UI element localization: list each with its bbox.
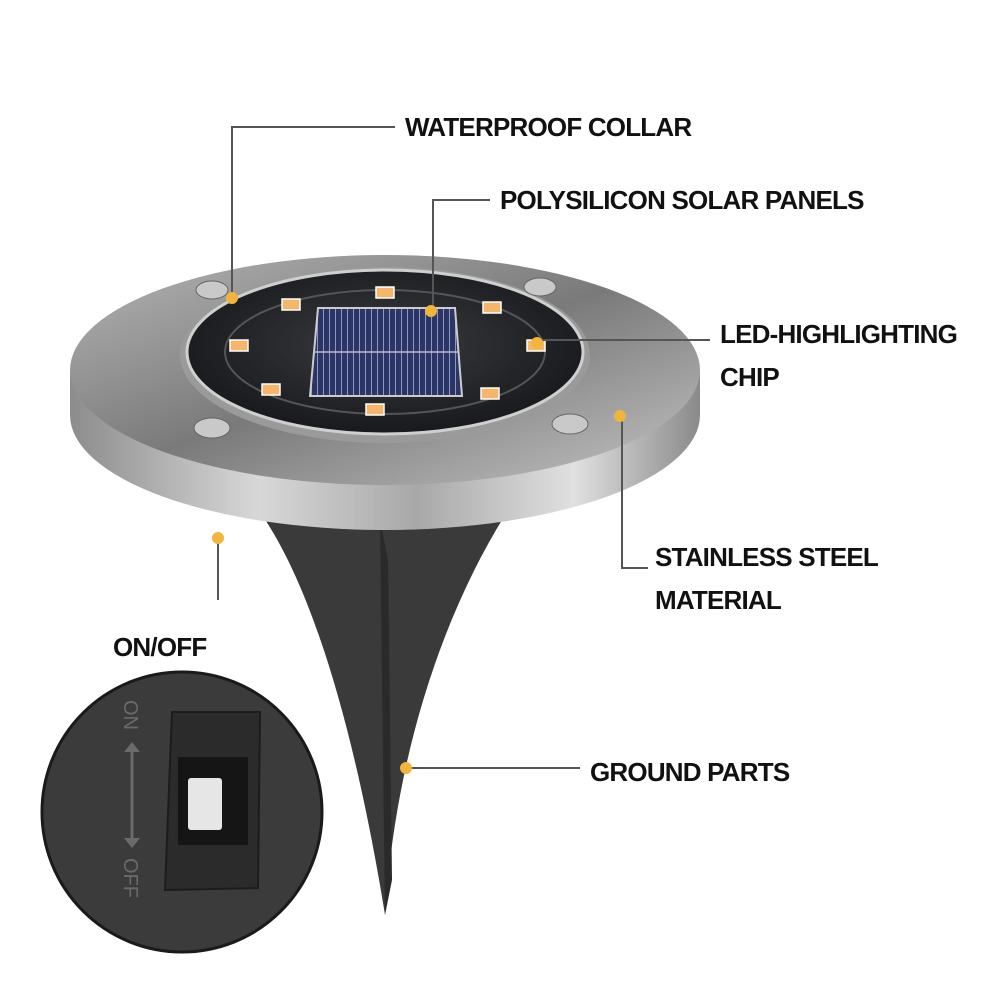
leader-lines <box>217 126 710 769</box>
switch-off-text: OFF <box>119 858 141 898</box>
label-waterproof-collar: WATERPROOF COLLAR <box>405 112 692 142</box>
label-steel-line2: MATERIAL <box>655 585 782 615</box>
label-solar-panels: POLYSILICON SOLAR PANELS <box>500 185 864 215</box>
label-led-line1: LED-HIGHLIGHTING <box>720 319 958 349</box>
switch-on-text: ON <box>119 700 141 730</box>
switch-inset: ON OFF <box>40 670 324 954</box>
label-on-off: ON/OFF <box>113 632 207 662</box>
marker-dots <box>212 292 626 774</box>
stake-ridge <box>380 520 392 915</box>
label-led-line2: CHIP <box>720 362 780 392</box>
switch-slider <box>188 778 222 830</box>
label-ground-parts: GROUND PARTS <box>590 757 790 787</box>
label-steel-line1: STAINLESS STEEL <box>655 542 879 572</box>
screws <box>193 277 589 439</box>
